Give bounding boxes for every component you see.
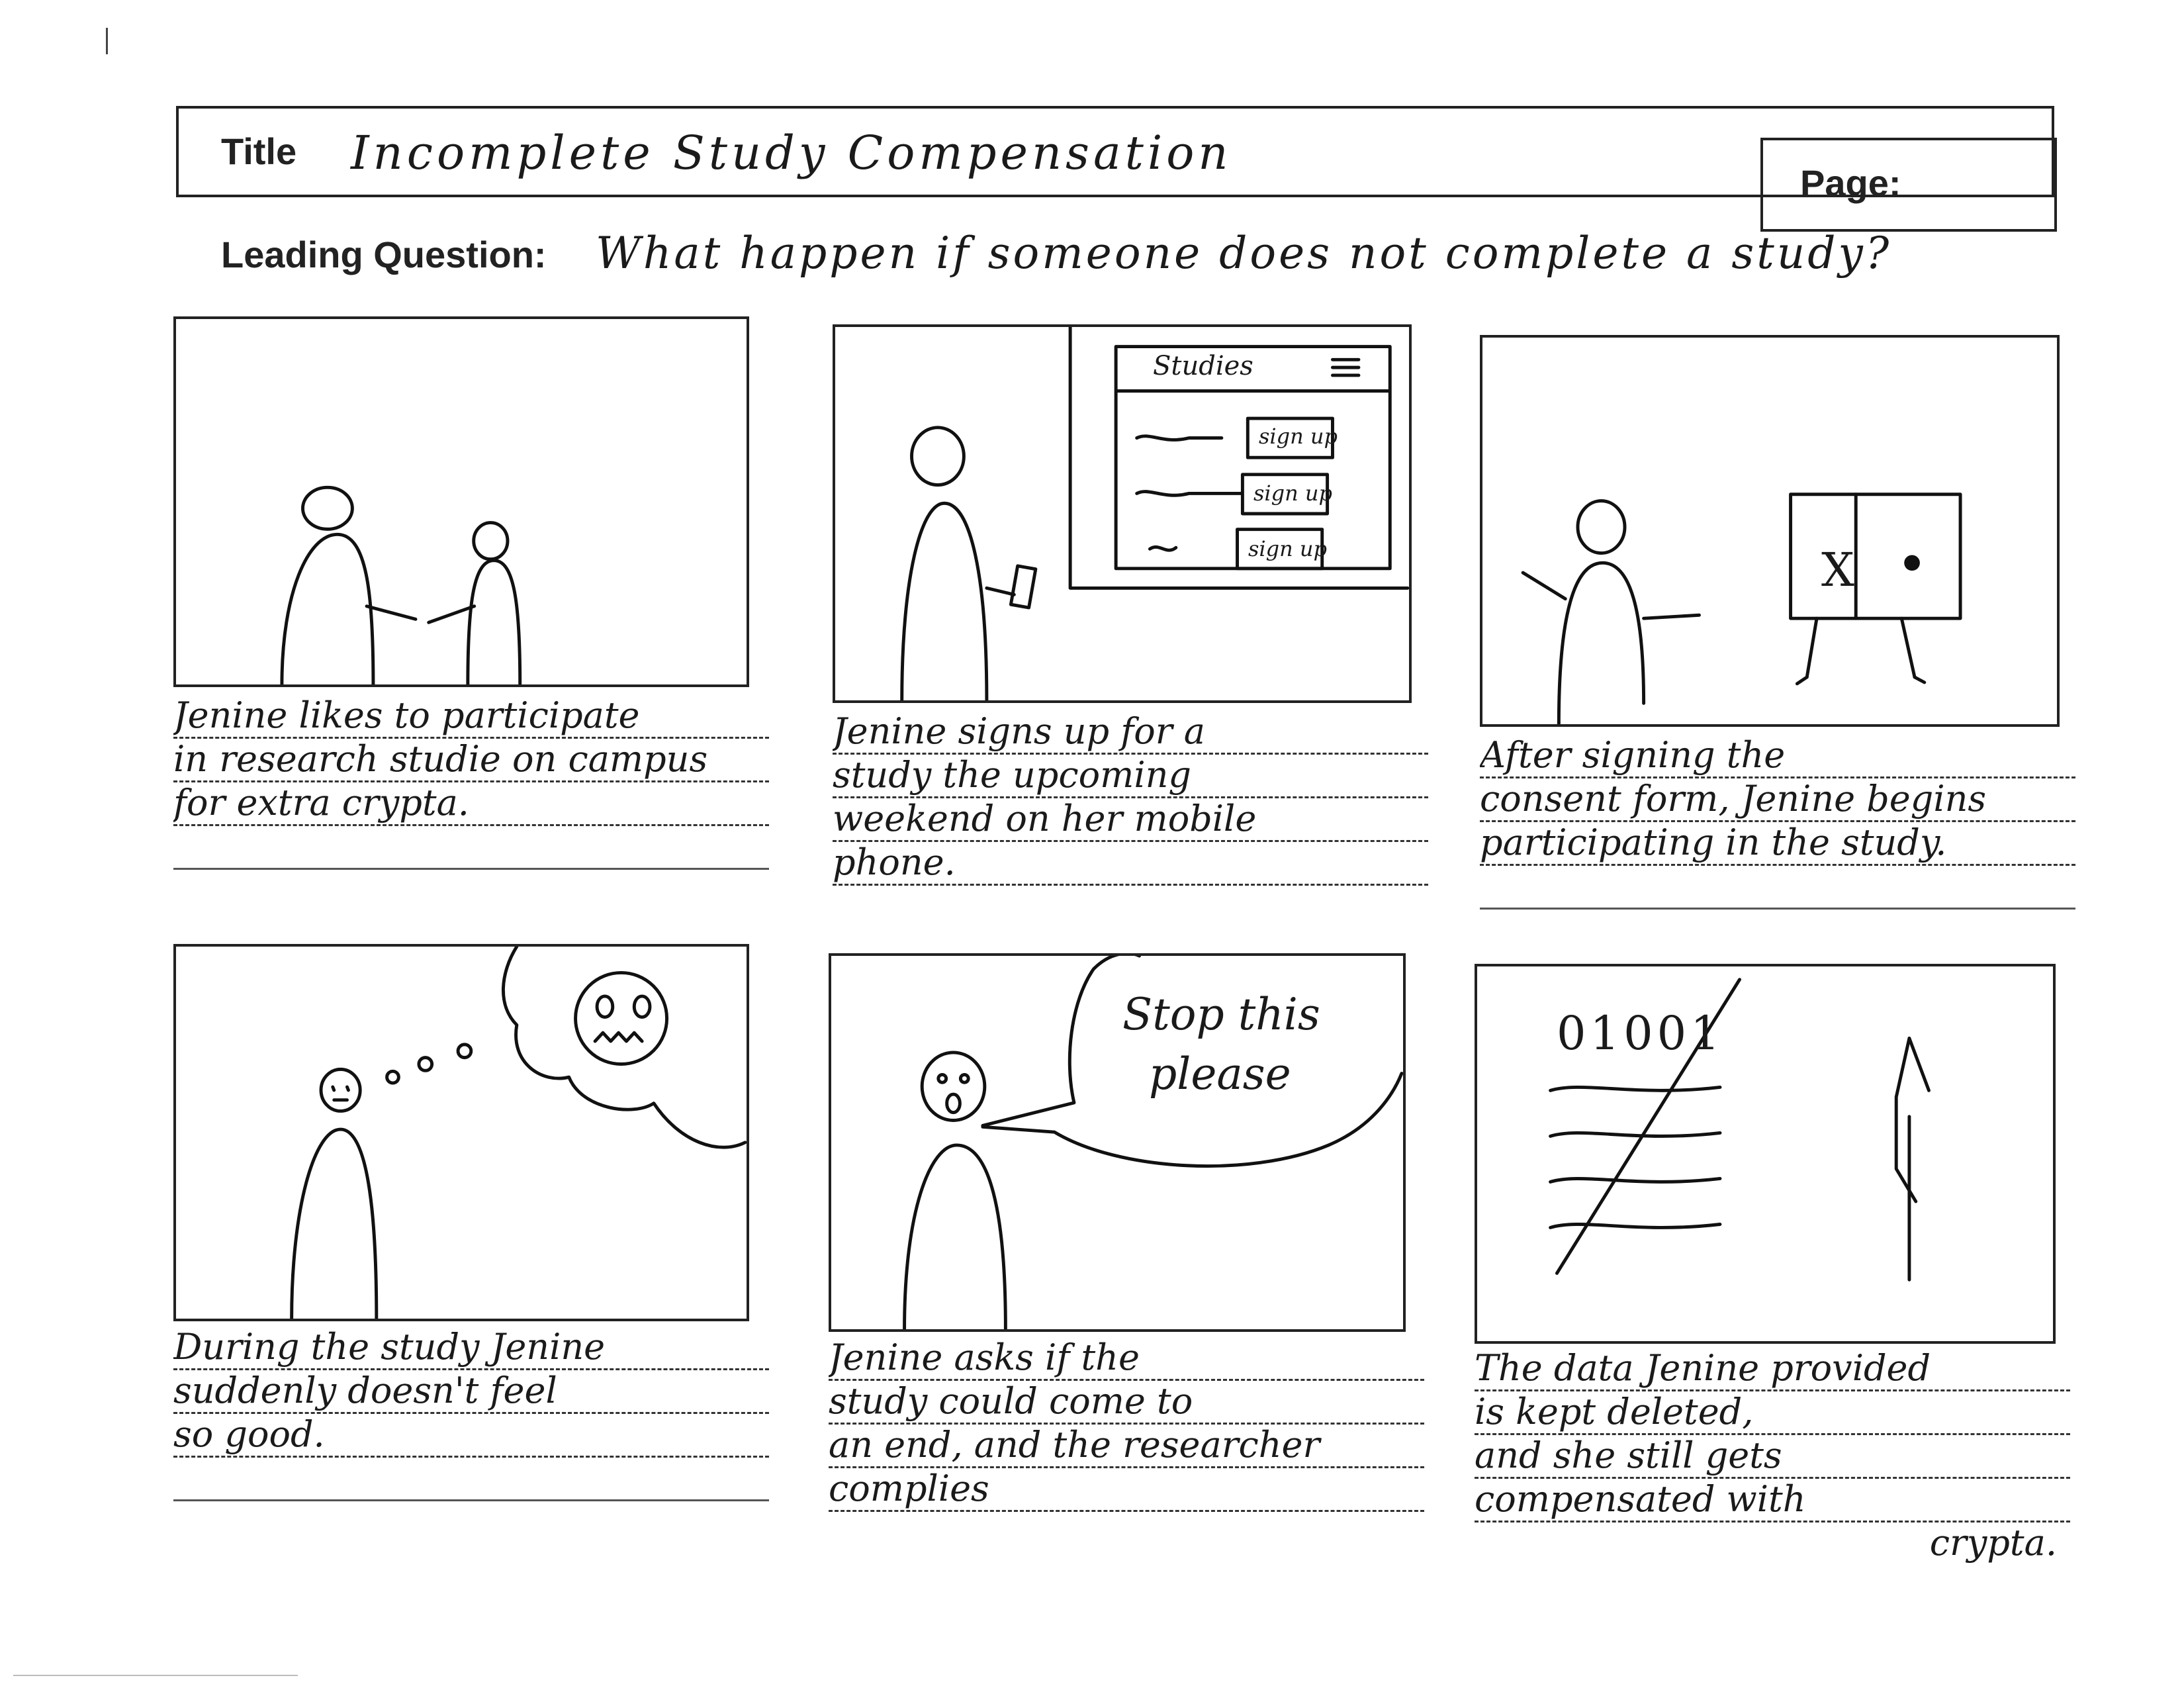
storyboard-panel-1 (173, 316, 749, 687)
storyboard-panel-4 (173, 944, 749, 1321)
storyboard-panel-3: X (1480, 335, 2060, 727)
storyboard-panel-2: Studies sign up sign up sign up (833, 324, 1412, 703)
caption-panel-1: Jenine likes to participate in research … (173, 695, 769, 870)
page-label: Page: (1800, 162, 1901, 204)
worried-face-icon (574, 970, 669, 1066)
caption-panel-4: During the study Jenine suddenly doesn't… (173, 1327, 769, 1501)
sign-up-button-1: sign up (1259, 424, 1338, 449)
scan-edge-line (13, 1675, 298, 1676)
data-bits: 01001 (1557, 1006, 1724, 1060)
stray-mark (106, 28, 108, 54)
storyboard-panel-6: 01001 (1475, 964, 2056, 1344)
page-divider (1760, 138, 1763, 230)
mobile-screen-display (1068, 327, 1409, 590)
caption-panel-5: Jenine asks if the study could come to a… (829, 1337, 1424, 1512)
crypta-currency-icon (1894, 1037, 1931, 1282)
person-left-figure (280, 485, 418, 684)
caption-panel-2: Jenine signs up for a study the upcoming… (833, 711, 1428, 886)
caption-panel-3: After signing the consent form, Jenine b… (1480, 735, 2075, 910)
leading-question-value: What happen if someone does not complete… (596, 228, 1892, 279)
speech-line-2: please (1149, 1049, 1291, 1100)
page-box (1760, 138, 2057, 232)
consent-board (1789, 492, 1962, 686)
title-value: Incomplete Study Compensation (351, 126, 1232, 180)
title-box (176, 106, 2054, 197)
sign-up-button-3: sign up (1248, 536, 1328, 561)
speech-line-1: Stop this (1122, 989, 1320, 1040)
title-label: Title (221, 130, 297, 172)
board-mark: X (1821, 543, 1854, 597)
leading-question-label: Leading Question: (221, 234, 547, 275)
person-with-phone-figure (900, 426, 1038, 700)
person-right-figure (427, 521, 522, 684)
data-record-drawing (1549, 978, 1742, 1275)
screen-title: Studies (1153, 351, 1253, 381)
speech-bubble (981, 956, 1403, 1168)
sign-up-button-2: sign up (1253, 481, 1333, 506)
speaking-person-figure (903, 1051, 1007, 1329)
thought-bubble (385, 947, 747, 1149)
storyboard-panel-5: Stop this please (829, 953, 1406, 1332)
person-presenting-figure (1521, 499, 1701, 724)
caption-panel-6: The data Jenine provided is kept deleted… (1475, 1348, 2070, 1566)
sick-person-figure (290, 1067, 379, 1319)
